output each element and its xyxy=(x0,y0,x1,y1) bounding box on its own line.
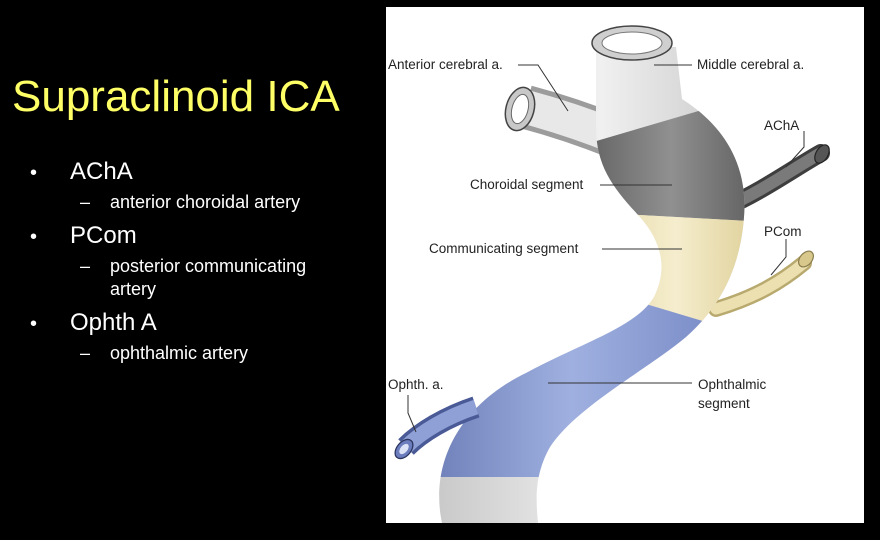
sub-bullet-item: – posterior communicating artery xyxy=(80,255,370,301)
middle-cerebral-opening xyxy=(591,25,673,61)
ophthalmic-artery-branch xyxy=(394,396,480,460)
slide-title: Supraclinoid ICA xyxy=(12,72,340,121)
label-ophthalmic-segment-1: Ophthalmic xyxy=(698,377,767,392)
bullet-label: PCom xyxy=(70,222,137,249)
bullet-dot-icon: • xyxy=(30,226,38,248)
leader-lines xyxy=(407,64,805,433)
sub-bullet-text: posterior communicating artery xyxy=(110,256,307,299)
pcom-branch xyxy=(708,250,814,317)
bullet-dot-icon: • xyxy=(30,313,38,335)
bullet-label: Ophth A xyxy=(70,309,157,336)
sub-bullet-item: – anterior choroidal artery xyxy=(80,191,370,214)
label-middle-cerebral: Middle cerebral a. xyxy=(697,57,804,72)
bullet-list: • AChA – anterior choroidal artery • PCo… xyxy=(30,156,370,371)
label-acha: AChA xyxy=(764,118,799,133)
sub-bullet-text: ophthalmic artery xyxy=(110,343,249,363)
label-choroidal-segment: Choroidal segment xyxy=(470,177,584,192)
bullet-item: • AChA xyxy=(30,156,370,189)
label-ophth-a: Ophth. a. xyxy=(388,377,444,392)
label-pcom: PCom xyxy=(764,224,802,239)
bullet-item: • PCom xyxy=(30,220,370,253)
sub-bullet-item: – ophthalmic artery xyxy=(80,342,370,365)
dash-icon: – xyxy=(80,192,91,212)
label-communicating-segment: Communicating segment xyxy=(429,241,579,256)
label-ophthalmic-segment-2: segment xyxy=(698,396,750,411)
label-anterior-cerebral: Anterior cerebral a. xyxy=(388,57,503,72)
sub-bullet-text: anterior choroidal artery xyxy=(110,192,301,212)
bullet-dot-icon: • xyxy=(30,162,38,184)
bullet-label: AChA xyxy=(70,158,133,185)
ica-diagram-svg: Anterior cerebral a. Middle cerebral a. … xyxy=(388,25,830,523)
dash-icon: – xyxy=(80,256,91,276)
bullet-item: • Ophth A xyxy=(30,307,370,340)
dash-icon: – xyxy=(80,343,91,363)
ica-diagram: Anterior cerebral a. Middle cerebral a. … xyxy=(386,7,864,523)
